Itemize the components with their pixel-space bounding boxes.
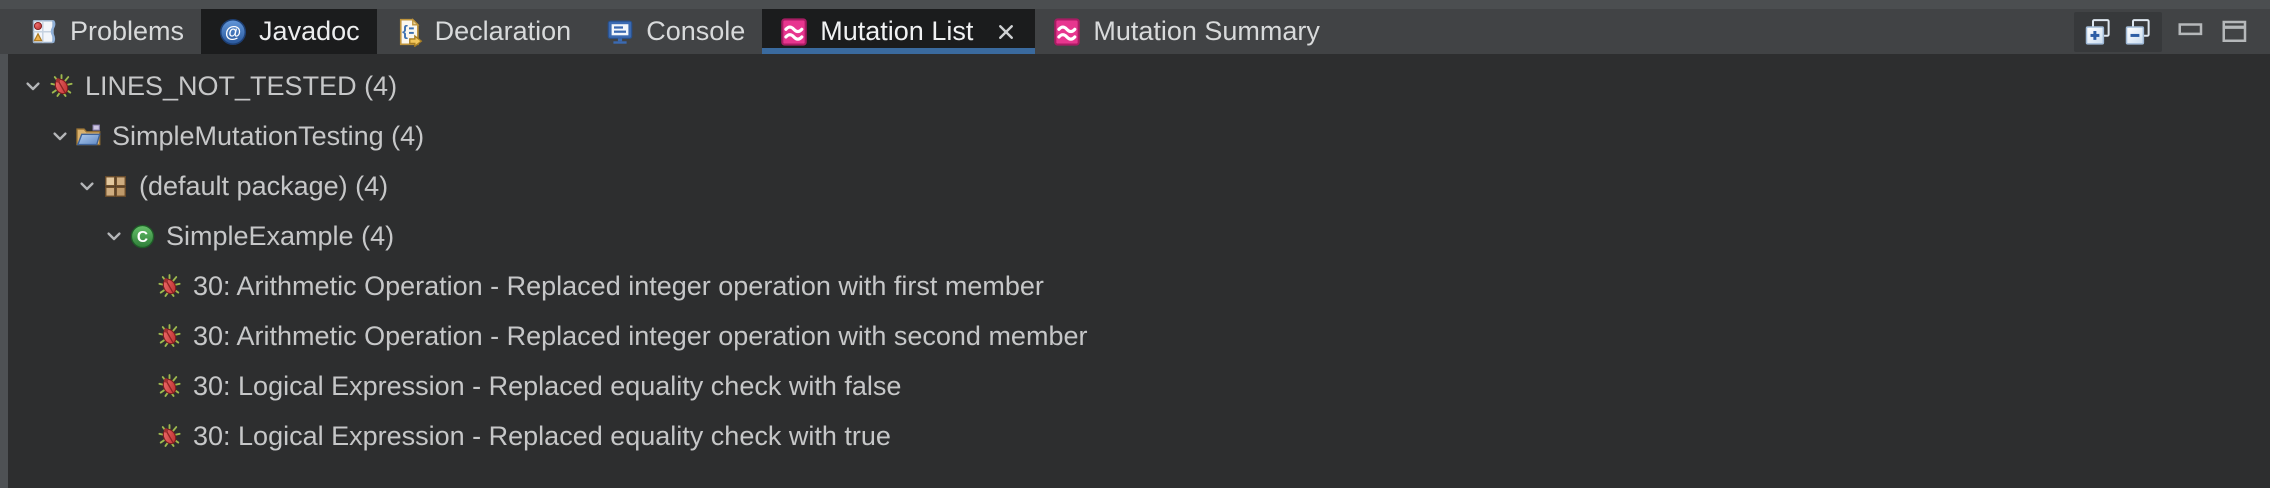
tab-label: Mutation Summary xyxy=(1093,16,1320,46)
bug-icon xyxy=(156,323,183,350)
chevron-down-icon[interactable] xyxy=(72,174,102,198)
chevron-down-icon[interactable] xyxy=(99,224,129,248)
problems-icon xyxy=(29,17,59,47)
tab-console[interactable]: Console xyxy=(588,9,762,54)
chevron-down-icon[interactable] xyxy=(45,124,75,148)
java-project-icon xyxy=(75,123,102,150)
javadoc-icon: @ xyxy=(218,17,248,47)
tree-row-default-package[interactable]: (default package) (4) xyxy=(8,161,2270,211)
mutation-tree: LINES_NOT_TESTED (4) SimpleMutationTesti… xyxy=(8,54,2270,488)
tree-row-mutation-3[interactable]: 30: Logical Expression - Replaced equali… xyxy=(8,361,2270,411)
class-icon: C xyxy=(129,223,156,250)
tree-row-label: 30: Arithmetic Operation - Replaced inte… xyxy=(193,270,1044,301)
tree-row-project[interactable]: SimpleMutationTesting (4) xyxy=(8,111,2270,161)
mutation-icon xyxy=(779,17,809,47)
package-icon xyxy=(102,173,129,200)
maximize-icon xyxy=(2222,20,2247,42)
tab-label: Javadoc xyxy=(259,16,360,46)
declaration-icon: { xyxy=(394,17,424,47)
tree-row-mutation-4[interactable]: 30: Logical Expression - Replaced equali… xyxy=(8,411,2270,461)
tab-mutation-summary[interactable]: Mutation Summary xyxy=(1035,9,1337,54)
tab-label: Console xyxy=(646,16,746,46)
tab-problems[interactable]: Problems xyxy=(12,9,201,54)
tab-mutation-list[interactable]: Mutation List xyxy=(762,9,1036,54)
tree-row-simple-example[interactable]: C SimpleExample (4) xyxy=(8,211,2270,261)
console-icon xyxy=(605,17,635,47)
tree-row-label: LINES_NOT_TESTED (4) xyxy=(85,70,398,101)
tree-row-label: 30: Logical Expression - Replaced equali… xyxy=(193,370,902,401)
tree-toolbar-group xyxy=(2074,11,2162,52)
bug-icon xyxy=(156,423,183,450)
tree-row-label: SimpleMutationTesting (4) xyxy=(112,120,425,151)
tab-javadoc[interactable]: @ Javadoc xyxy=(201,9,377,54)
svg-text:C: C xyxy=(137,229,148,246)
tab-label: Mutation List xyxy=(820,16,974,46)
tree-row-lines-not-tested[interactable]: LINES_NOT_TESTED (4) xyxy=(8,61,2270,111)
svg-text:@: @ xyxy=(225,23,241,41)
mutation-list-content: LINES_NOT_TESTED (4) SimpleMutationTesti… xyxy=(0,54,2270,488)
close-icon[interactable] xyxy=(994,20,1018,44)
bug-icon xyxy=(48,73,75,100)
mutation-icon xyxy=(1052,17,1082,47)
tab-declaration[interactable]: { Declaration xyxy=(377,9,589,54)
collapse-all-button[interactable] xyxy=(2123,17,2153,47)
minimize-icon xyxy=(2178,22,2203,35)
collapse-all-icon xyxy=(2125,18,2150,45)
tab-label: Declaration xyxy=(434,16,572,46)
vertical-sash[interactable] xyxy=(0,54,8,488)
expand-all-icon xyxy=(2085,18,2110,45)
chevron-down-icon[interactable] xyxy=(18,74,48,98)
tree-row-mutation-1[interactable]: 30: Arithmetic Operation - Replaced inte… xyxy=(8,261,2270,311)
tree-row-label: 30: Arithmetic Operation - Replaced inte… xyxy=(193,320,1088,351)
tab-label: Problems xyxy=(70,16,185,46)
view-toolbar xyxy=(2074,9,2270,54)
maximize-view-button[interactable] xyxy=(2220,17,2250,47)
tree-row-label: 30: Logical Expression - Replaced equali… xyxy=(193,420,891,451)
minimize-view-button[interactable] xyxy=(2176,17,2206,47)
bug-icon xyxy=(156,373,183,400)
svg-text:{: { xyxy=(402,22,408,39)
tree-row-mutation-2[interactable]: 30: Arithmetic Operation - Replaced inte… xyxy=(8,311,2270,361)
tree-row-label: (default package) (4) xyxy=(139,170,389,201)
horizontal-sash[interactable] xyxy=(0,0,2270,9)
expand-all-button[interactable] xyxy=(2083,17,2113,47)
tree-row-label: SimpleExample (4) xyxy=(166,220,395,251)
view-tab-bar: Problems @ Javadoc { xyxy=(0,9,2270,54)
bug-icon xyxy=(156,273,183,300)
